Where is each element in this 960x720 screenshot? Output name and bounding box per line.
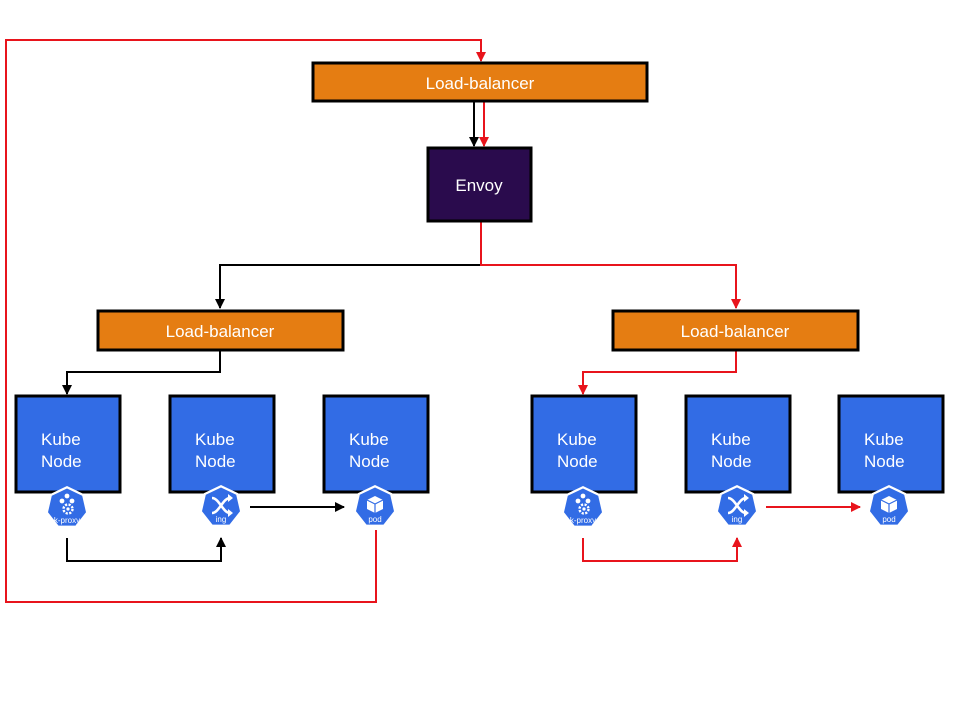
envoy-proxy: Envoy [426,146,533,223]
ingress-icon: ing [199,485,243,527]
kube-node-label-line2: Node [711,452,752,471]
pod-badge-text: pod [368,515,381,524]
black-path-left-lb-to-node1 [62,350,221,395]
svg-text:Node: Node [195,452,236,471]
svg-text:Kube: Kube [711,430,751,449]
ingress-badge-text: ing [216,515,227,524]
svg-text:Kube: Kube [41,430,81,449]
kube-node: Kube Node [837,394,945,494]
ingress-badge-text: ing [732,515,743,524]
pod-icon: pod [867,485,911,527]
kube-node: Kube Node [14,394,122,494]
right-load-balancer-label: Load-balancer [681,322,790,341]
ingress-icon: ing [715,485,759,527]
svg-text:Node: Node [557,452,598,471]
kube-node: Kube Node [684,394,792,494]
connection-paths [5,39,861,603]
top-load-balancer: Load-balancer [311,61,649,103]
right-load-balancer: Load-balancer [611,309,860,352]
kube-node-label-line2: Node [557,452,598,471]
kube-node: Kube Node [322,394,430,494]
kube-node: Kube Node [530,394,638,494]
kube-node-label-line1: Kube [349,430,389,449]
kube-node-label-line2: Node [349,452,390,471]
envoy-label: Envoy [455,176,503,195]
left-load-balancer-label: Load-balancer [166,322,275,341]
k-proxy-badge-text: k-proxy [54,516,80,525]
svg-text:Kube: Kube [349,430,389,449]
kube-node-label-line1: Kube [195,430,235,449]
svg-text:Node: Node [349,452,390,471]
red-path-right-lb-to-node1 [578,350,737,395]
kube-node-label-line2: Node [195,452,236,471]
kube-node-label-line1: Kube [711,430,751,449]
kube-node-label-line1: Kube [557,430,597,449]
svg-text:Kube: Kube [864,430,904,449]
k-proxy-badge-text: k-proxy [570,516,596,525]
pod-icon: pod [353,485,397,527]
red-path-return-loop [5,39,486,603]
svg-text:Node: Node [711,452,752,471]
k-proxy-icon: k-proxy [561,486,605,528]
left-load-balancer: Load-balancer [96,309,345,352]
kube-node-label-line2: Node [864,452,905,471]
k-proxy-icon: k-proxy [45,486,89,528]
kube-node-label-line1: Kube [41,430,81,449]
red-path-envoy-to-right-lb [480,221,741,309]
left-cluster: Load-balancer Kube Node Kube Node Kube N… [14,309,430,528]
svg-text:Node: Node [864,452,905,471]
black-path-kproxy-to-ingress [66,537,226,562]
kube-node-label-line2: Node [41,452,82,471]
svg-text:Kube: Kube [195,430,235,449]
kube-node-label-line1: Kube [864,430,904,449]
pod-badge-text: pod [882,515,895,524]
right-cluster: Load-balancer Kube Node Kube Node Kube N… [530,309,945,528]
kube-node: Kube Node [168,394,276,494]
black-path-envoy-to-left-lb [215,264,481,309]
top-load-balancer-label: Load-balancer [426,74,535,93]
red-path-kproxy-to-ingress [582,537,742,562]
svg-text:Kube: Kube [557,430,597,449]
svg-text:Node: Node [41,452,82,471]
